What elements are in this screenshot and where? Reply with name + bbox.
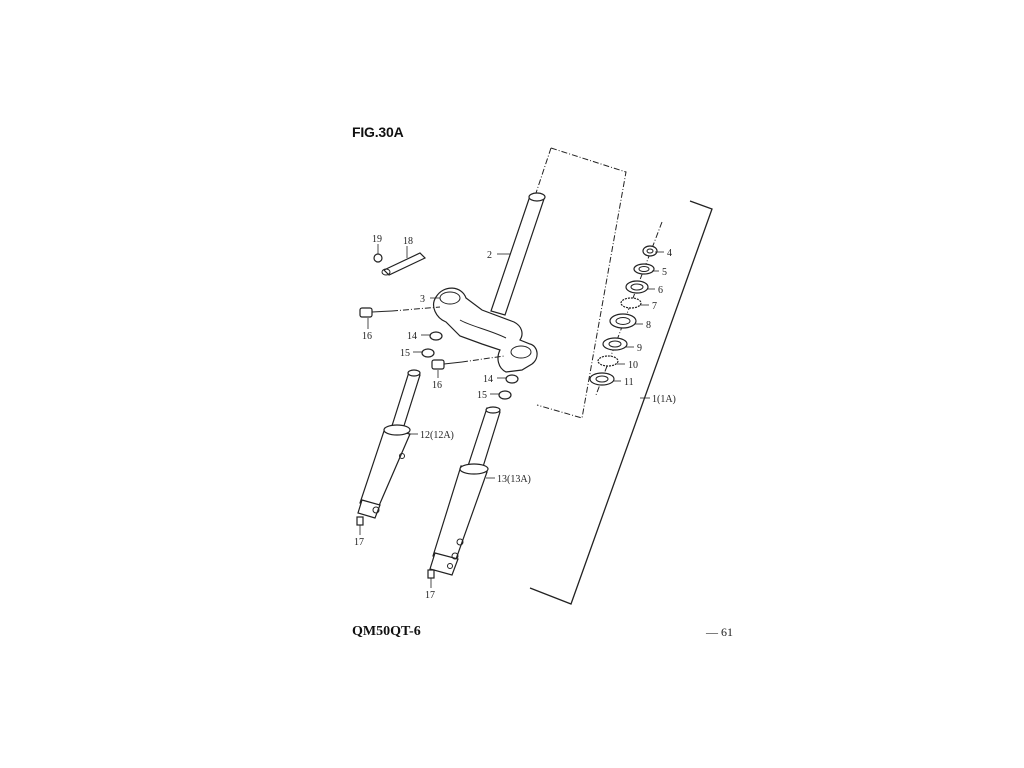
assembly-bracket	[529, 200, 713, 605]
callout-18: 18	[403, 236, 413, 247]
bearing-cup-part-8	[609, 313, 637, 329]
callout-2: 2	[487, 250, 492, 261]
figure-title: FIG.30A	[352, 124, 404, 140]
callout-5: 5	[662, 267, 667, 278]
drain-screw-left	[356, 516, 364, 526]
pin-clip	[373, 253, 383, 263]
callout-15-right: 15	[477, 390, 487, 401]
left-fork-leg	[357, 369, 421, 519]
model-code: QM50QT-6	[352, 624, 421, 639]
bearing-cone-part-6	[625, 280, 649, 294]
callout-3: 3	[420, 294, 425, 305]
drain-screw-right	[427, 569, 435, 579]
callout-9: 9	[637, 343, 642, 354]
callout-12: 12(12A)	[420, 430, 454, 441]
fork-triple-clamp	[433, 287, 538, 373]
callout-16-upper: 16	[362, 331, 372, 342]
callout-17-right: 17	[425, 590, 435, 601]
callout-10: 10	[628, 360, 638, 371]
clamp-bolt-upper	[359, 306, 441, 318]
fork-nut-right	[505, 374, 519, 384]
steering-stem-dash-guide	[535, 147, 552, 194]
callout-11: 11	[624, 377, 634, 388]
callout-17-left: 17	[354, 537, 364, 548]
callout-13: 13(13A)	[497, 474, 531, 485]
cable-clamp-pin	[381, 252, 427, 276]
callout-15-left: 15	[400, 348, 410, 359]
callout-7: 7	[652, 301, 657, 312]
page-number: — 61	[706, 625, 733, 639]
callout-19: 19	[372, 234, 382, 245]
steering-bearing-stack	[589, 221, 663, 396]
callout-16-lower: 16	[432, 380, 442, 391]
bearing-set-dashed-outline	[536, 147, 627, 419]
steering-stem	[490, 192, 546, 316]
ball-race-part-10	[597, 355, 619, 367]
locknut-part-4	[642, 245, 658, 257]
bearing-cup-part-9	[602, 337, 628, 351]
washer-part-5	[633, 263, 655, 275]
fork-washer-left	[421, 348, 435, 358]
clamp-bolt-lower	[431, 355, 505, 370]
callout-4: 4	[667, 248, 672, 259]
callout-14-right: 14	[483, 374, 493, 385]
callout-1: 1(1A)	[652, 394, 676, 405]
ball-race-part-7	[620, 297, 642, 309]
bearing-cone-part-11	[589, 372, 615, 386]
callout-8: 8	[646, 320, 651, 331]
fork-nut-left	[429, 331, 443, 341]
callout-14-left: 14	[407, 331, 417, 342]
callout-6: 6	[658, 285, 663, 296]
right-fork-leg	[429, 406, 501, 576]
fork-washer-right	[498, 390, 512, 400]
